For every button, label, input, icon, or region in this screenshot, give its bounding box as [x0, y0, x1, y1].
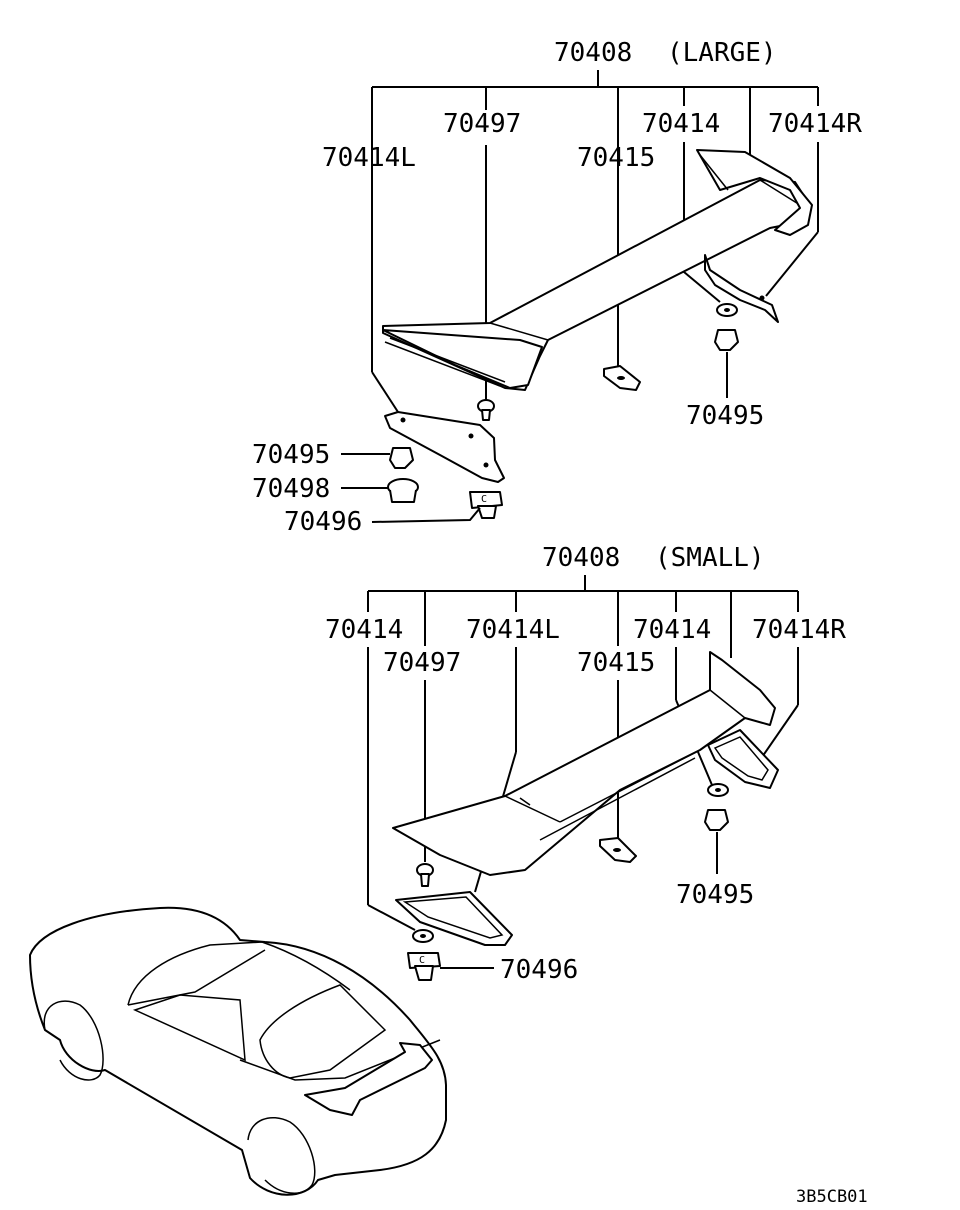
large-label-70496: 70496: [284, 507, 362, 537]
large-label-70495-right: 70495: [686, 401, 764, 431]
large-label-70495-left: 70495: [252, 440, 330, 470]
small-fastener-70497: [416, 863, 434, 887]
car-locator-illustration: [29, 906, 447, 1196]
large-title-variant: (LARGE): [667, 38, 777, 68]
large-callout-bracket: [371, 70, 819, 413]
large-label-70414L: 70414L: [322, 143, 416, 173]
large-nut-70495-left: [341, 447, 414, 469]
reference-code: 3B5CB01: [796, 1187, 868, 1207]
small-clip-70496: C: [407, 952, 494, 981]
svg-text:C: C: [481, 494, 487, 505]
small-bracket-70414R: [707, 729, 779, 789]
large-clip-70496: C: [371, 491, 503, 523]
large-nut-70495-right: [714, 329, 739, 398]
small-spoiler-wing: [392, 651, 776, 876]
small-label-70495: 70495: [676, 880, 754, 910]
small-spoiler-group: 70408 (SMALL) 70414 70414L 70414 70: [325, 543, 846, 985]
large-spoiler-wing: [382, 149, 813, 391]
small-label-70414L: 70414L: [466, 615, 560, 645]
large-label-70414R: 70414R: [768, 109, 862, 139]
small-label-70414-left: 70414: [325, 615, 403, 645]
large-label-70414: 70414: [642, 109, 720, 139]
large-bracket-70414R: [704, 254, 779, 323]
small-label-70414-right: 70414: [633, 615, 711, 645]
small-label-70415: 70415: [577, 648, 655, 678]
small-label-70496: 70496: [500, 955, 578, 985]
small-nut-70495: [704, 809, 729, 874]
large-fastener-70497: [477, 399, 495, 421]
svg-text:C: C: [419, 955, 425, 966]
small-label-70497: 70497: [383, 648, 461, 678]
small-title-number: 70408: [542, 543, 620, 573]
small-title-variant: (SMALL): [655, 543, 765, 573]
large-title-number: 70408: [554, 38, 632, 68]
large-bracket-70414L: [384, 411, 505, 483]
large-spoiler-group: 70408 (LARGE) 70497 70414 70414R 70414L …: [252, 38, 862, 537]
large-grommet-70498: [341, 478, 419, 503]
small-label-70414R: 70414R: [752, 615, 846, 645]
large-label-70415: 70415: [577, 143, 655, 173]
large-label-70497: 70497: [443, 109, 521, 139]
small-bracket-70414L: [395, 891, 513, 946]
large-label-70498: 70498: [252, 474, 330, 504]
